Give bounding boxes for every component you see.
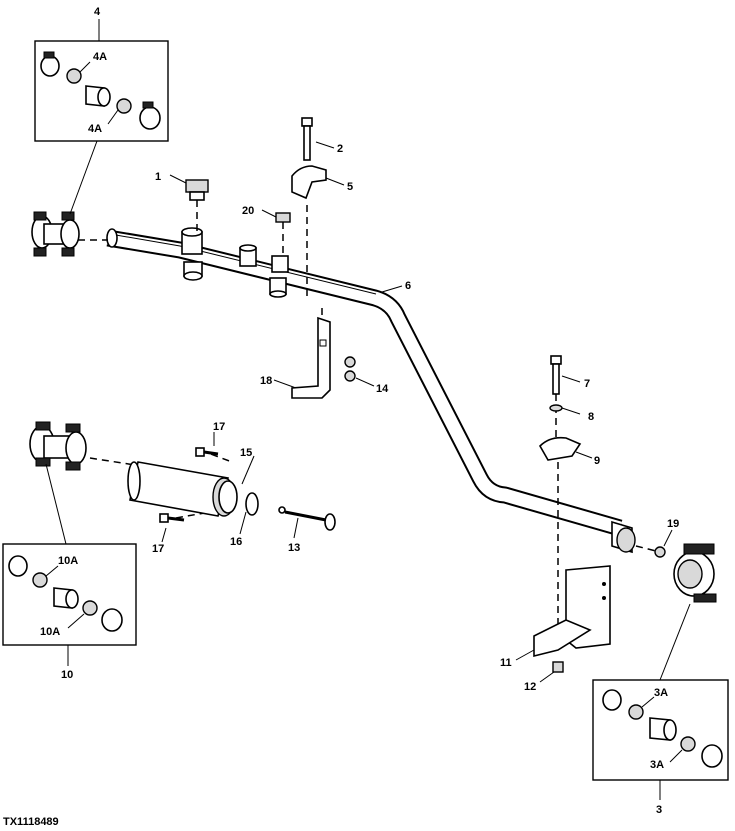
detail-box-4: [34, 40, 169, 142]
callout-3a-top: 3A: [654, 687, 668, 699]
clamp-part-9: [539, 436, 593, 461]
leader-6: [381, 285, 403, 293]
main-tube: [106, 227, 636, 554]
callout-16: 16: [230, 536, 242, 548]
clamp-assembly-left-middle: [29, 421, 87, 471]
hardware-part-14: [344, 356, 375, 387]
callout-2: 2: [337, 143, 343, 155]
callout-18: 18: [260, 375, 272, 387]
callout-7: 7: [584, 378, 590, 390]
figure-id: TX1118489: [3, 816, 59, 828]
bracket-part-11: [515, 565, 611, 661]
fitting-part-19: [654, 529, 673, 558]
callout-20: 20: [242, 205, 254, 217]
bracket-part-18: [273, 316, 331, 399]
clamp-assembly-top-left: [31, 211, 80, 257]
callout-12: 12: [524, 681, 536, 693]
callout-labels: 4 4A 4A 1 2 5 20 6 18 14 7 8 9 17 15 17 …: [40, 6, 679, 816]
plug-part-1: [169, 174, 209, 201]
cylinder-part-15: [127, 455, 255, 517]
callout-13: 13: [288, 542, 300, 554]
callout-3: 3: [656, 804, 662, 816]
callout-19: 19: [667, 518, 679, 530]
callout-4a-top: 4A: [93, 51, 107, 63]
callout-8: 8: [588, 411, 594, 423]
clamp-assembly-right: [673, 543, 717, 603]
clamp-part-5: [291, 165, 345, 200]
callout-11: 11: [500, 657, 512, 669]
callout-10a-top: 10A: [58, 555, 78, 567]
callout-1: 1: [155, 171, 161, 183]
callout-17-bottom: 17: [152, 543, 164, 555]
callout-10a-bottom: 10A: [40, 626, 60, 638]
bolt-part-17-bottom: [159, 513, 185, 543]
callout-6: 6: [405, 280, 411, 292]
callout-14: 14: [376, 383, 389, 395]
callout-4a-bottom: 4A: [88, 123, 102, 135]
callout-9: 9: [594, 455, 600, 467]
callout-3a-bottom: 3A: [650, 759, 664, 771]
detail-box-10: [2, 543, 137, 646]
bolt-part-7: [550, 355, 581, 395]
callout-4: 4: [94, 6, 101, 18]
callout-17-top: 17: [213, 421, 225, 433]
washer-part-8: [549, 404, 581, 415]
bolt-part-2: [301, 117, 335, 161]
callout-15: 15: [240, 447, 252, 459]
rod-part-13: [278, 506, 336, 539]
callout-10: 10: [61, 669, 73, 681]
callout-5: 5: [347, 181, 353, 193]
seal-part-16: [239, 492, 259, 535]
detail-box-3: [592, 679, 729, 781]
bolt-part-17-top: [195, 432, 219, 457]
nut-part-12: [539, 661, 564, 683]
fitting-part-20: [261, 209, 291, 223]
